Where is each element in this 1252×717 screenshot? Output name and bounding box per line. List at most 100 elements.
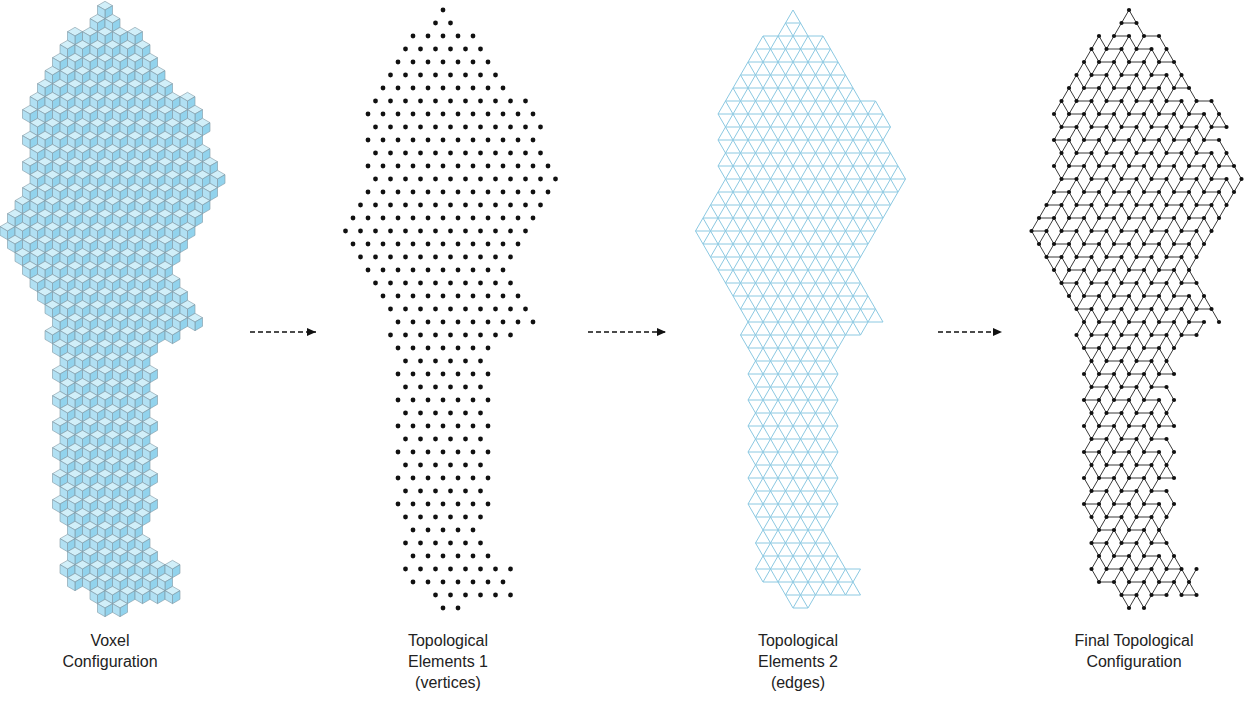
vertex-dot [411,372,416,377]
vertex-dot [403,99,408,104]
vertex-dot [441,138,446,143]
voxel-face [150,422,158,435]
lattice-edge [756,75,764,88]
lattice-edge [711,218,719,231]
vertex-dot [471,346,476,351]
vertex-dot [478,203,483,208]
lattice-edge [808,62,823,63]
lattice-edge [771,88,779,101]
lattice-edge [763,166,771,179]
lattice-edge [876,153,884,166]
vertex-dot [501,86,506,91]
vertex-dot [351,216,356,221]
lattice-edge [846,114,854,127]
vertex-dot [426,242,431,247]
lattice-edge [898,166,906,179]
vertex-dot [426,476,431,481]
lattice-edge [801,140,809,153]
lattice-edge [756,127,771,128]
vertex-dot [456,372,461,377]
lattice-edge [748,192,763,193]
lattice-edge [816,114,824,127]
lattice-edge [756,153,771,154]
lattice-edge [883,140,891,153]
vertex-dot [486,398,491,403]
lattice-edge [831,49,839,62]
vertex-dot [486,112,491,117]
vertex-dot [388,307,393,312]
vertex-dot [441,294,446,299]
vertex-dot [501,190,506,195]
lattice-edge [756,179,764,192]
lattice-edge [853,114,861,127]
vertex-dot [411,60,416,65]
lattice-edge [756,62,764,75]
lattice-edge [823,205,831,218]
lattice-edge [831,140,839,153]
lattice-edge [771,140,779,153]
lattice-edge [786,179,801,180]
vertex-dot [426,60,431,65]
lattice-edge [853,153,861,166]
lattice-edge [883,205,891,218]
lattice-edge [808,49,816,62]
lattice-edge [808,153,816,166]
panel: Voxel Configuration [0,0,230,717]
vertex-dot [358,229,363,234]
lattice-edge [748,179,756,192]
vertex-dot [471,476,476,481]
vertex-dot [456,164,461,169]
lattice-edge [876,140,884,153]
vertex-dot [373,203,378,208]
lattice-edge [816,192,824,205]
vertex-dot [403,125,408,130]
lattice-edge [816,88,824,101]
lattice-edge [718,205,726,218]
vertex-dot [463,411,468,416]
lattice-edge [801,36,809,49]
vertex-dot [426,424,431,429]
vertex-dot [433,177,438,182]
voxel-face [53,396,61,409]
vertex-dot [418,177,423,182]
vertex-dot [471,320,476,325]
vertex-dot [471,424,476,429]
lattice-edge [853,205,861,218]
vertex-dot [441,554,446,559]
lattice-edge [808,166,823,167]
lattice-edge [816,153,831,154]
lattice-edge [868,127,876,140]
vertex-dot [553,177,558,182]
lattice-edge [748,88,756,101]
vertex-dot [448,307,453,312]
lattice-edge [823,88,831,101]
vertex-dot [463,255,468,260]
panel: Topological Elements 2 (edges) [688,0,918,717]
lattice-edge [838,62,846,75]
vertex-dot [486,242,491,247]
lattice-edge [793,49,801,62]
lattice-edge [741,179,756,180]
vertex-dot [381,242,386,247]
vertex-dot [471,86,476,91]
lattice-edge [763,140,778,141]
vertex-dot [463,359,468,364]
vertex-dot [508,177,513,182]
lattice-edge [853,166,868,167]
lattice-edge [778,23,786,36]
lattice-edge [808,140,816,153]
lattice-edge [718,192,726,205]
lattice-edge [793,140,808,141]
lattice-edge [861,127,876,128]
lattice-edge [868,166,876,179]
vertex-dot [456,606,461,611]
vertex-dot [441,450,446,455]
vertex-dot [418,307,423,312]
lattice-edge [816,179,824,192]
lattice-edge [748,114,756,127]
lattice-edge [868,166,883,167]
lattice-edge [876,205,891,206]
vertex-dot [486,476,491,481]
lattice-edge [891,192,899,205]
vertex-dot [396,164,401,169]
